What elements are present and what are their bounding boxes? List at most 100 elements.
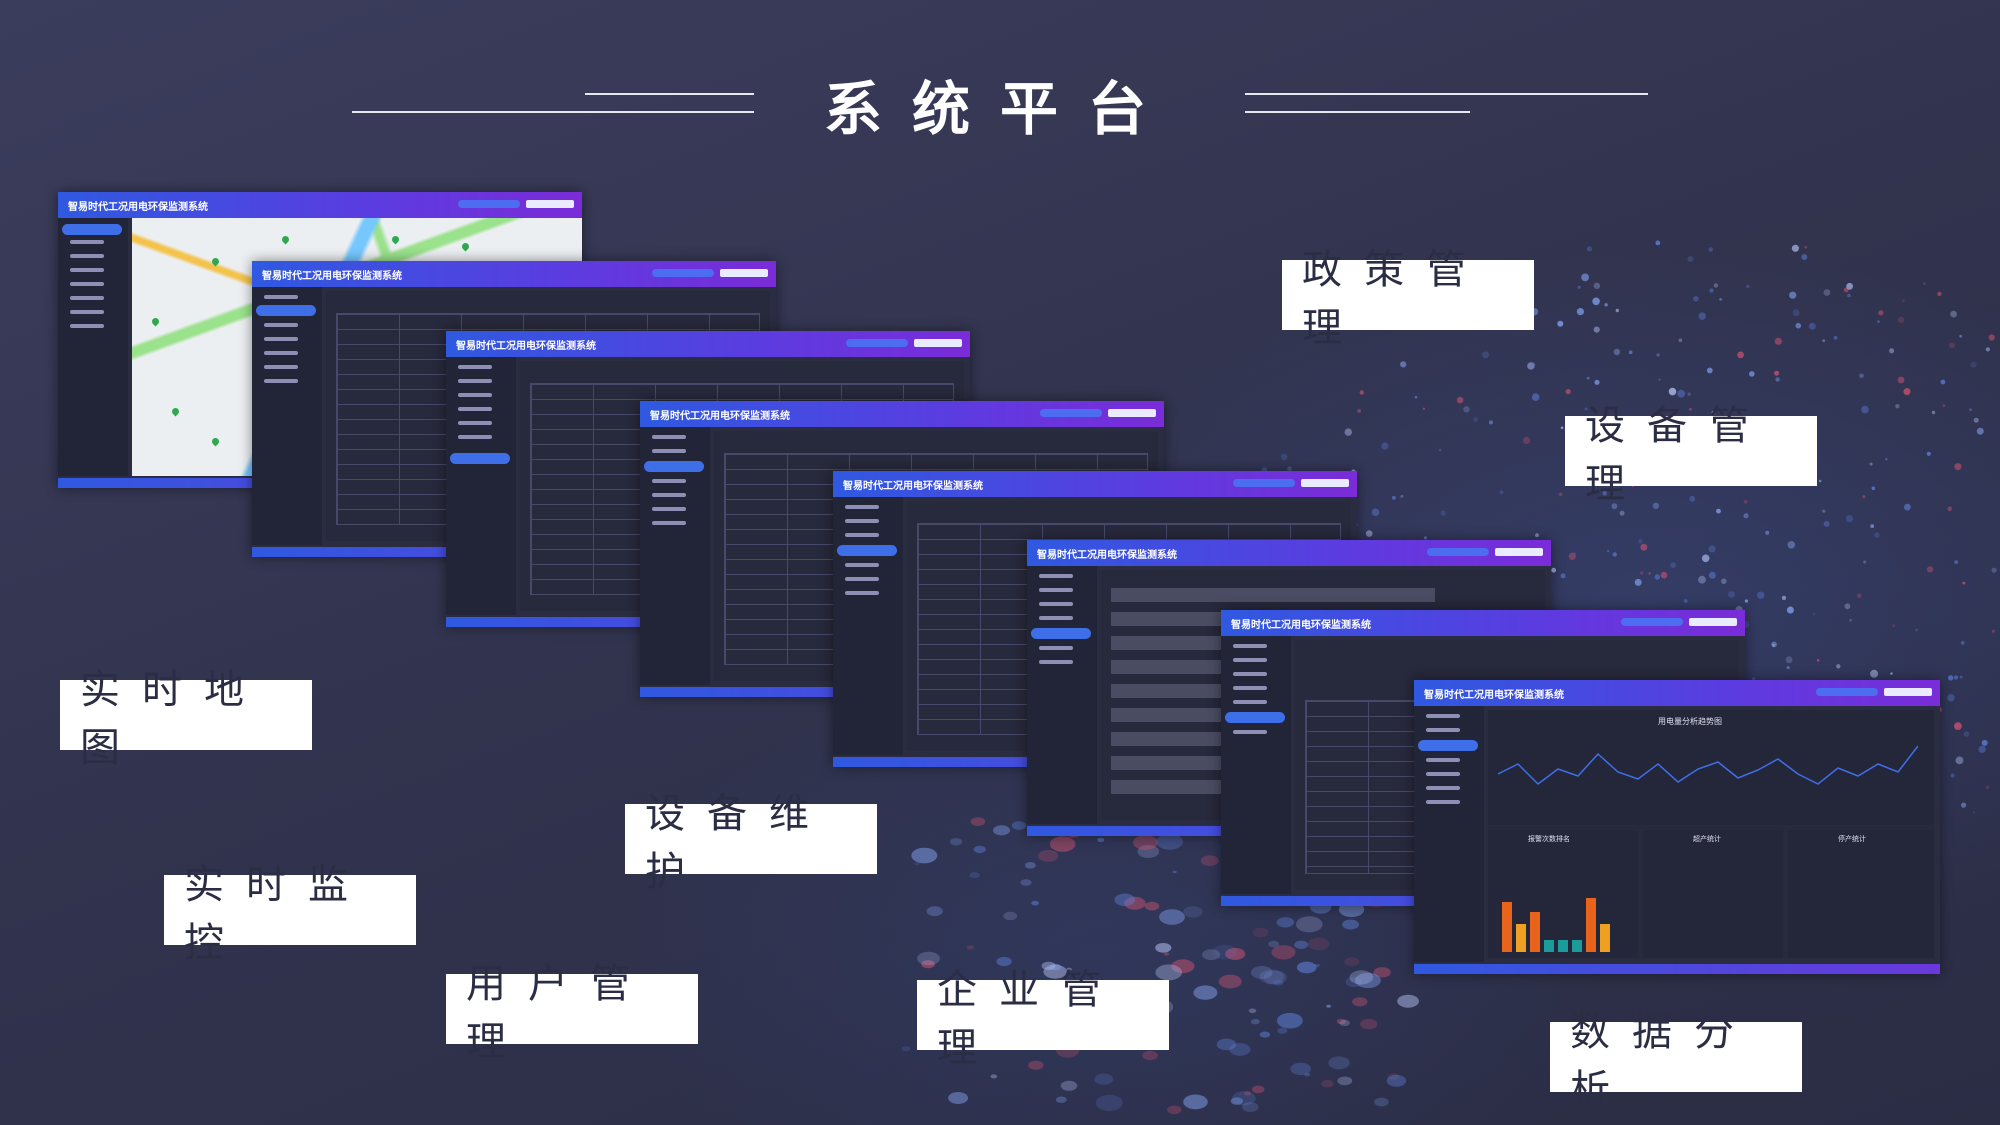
sidebar-item bbox=[652, 507, 686, 511]
sidebar-item bbox=[845, 577, 879, 581]
header-buttons bbox=[1301, 479, 1349, 487]
particle-dot bbox=[1698, 312, 1706, 320]
sidebar bbox=[833, 497, 903, 755]
particle-dot bbox=[1708, 571, 1716, 579]
particle-dot bbox=[1339, 1019, 1351, 1027]
alarm-ranking-title: 报警次数排名 bbox=[1528, 835, 1570, 843]
alarm-bar bbox=[1600, 924, 1610, 952]
sidebar-item bbox=[652, 449, 686, 453]
particle-dot bbox=[1922, 282, 1926, 285]
particle-dot bbox=[1400, 361, 1407, 368]
alarm-bar bbox=[1530, 912, 1540, 952]
sidebar-item bbox=[845, 533, 879, 537]
particle-dot bbox=[1355, 972, 1381, 989]
app-header: 智易时代工况用电环保监测系统 bbox=[833, 471, 1357, 497]
particle-dot bbox=[1259, 1031, 1271, 1038]
particle-dot bbox=[1955, 756, 1964, 765]
particle-dot bbox=[926, 906, 943, 917]
particle-dot bbox=[948, 1092, 969, 1104]
policy-row bbox=[1111, 588, 1435, 602]
particle-dot bbox=[1972, 811, 1976, 814]
particle-dot bbox=[901, 1046, 911, 1052]
map-pin-icon bbox=[150, 316, 161, 327]
particle-dot bbox=[1604, 303, 1608, 307]
particle-dot bbox=[1915, 628, 1919, 632]
particle-dot bbox=[1954, 722, 1962, 730]
particle-dot bbox=[1771, 641, 1777, 648]
search-box bbox=[458, 200, 520, 208]
particle-dot bbox=[1791, 244, 1799, 252]
particle-dot bbox=[1949, 342, 1955, 349]
particle-dot bbox=[1577, 285, 1581, 289]
label-realtime-monitor: 实时监控 bbox=[164, 862, 416, 966]
trend-line bbox=[1498, 745, 1918, 785]
particle-dot bbox=[1440, 510, 1446, 516]
particle-dot bbox=[1243, 1091, 1252, 1096]
label-user-management: 用户管理 bbox=[446, 961, 698, 1065]
particle-dot bbox=[1640, 571, 1644, 575]
particle-dot bbox=[1765, 530, 1770, 535]
particle-dot bbox=[1060, 1080, 1078, 1091]
particle-dot bbox=[1381, 442, 1389, 450]
particle-dot bbox=[1804, 246, 1808, 249]
particle-dot bbox=[1988, 334, 1995, 341]
particle-dot bbox=[1296, 961, 1317, 974]
app-title: 智易时代工况用电环保监测系统 bbox=[843, 481, 983, 492]
particle-dot bbox=[1263, 970, 1287, 985]
particle-dot bbox=[1456, 396, 1464, 404]
particle-dot bbox=[1948, 675, 1954, 681]
particle-dot bbox=[1414, 395, 1418, 399]
sidebar bbox=[1027, 566, 1097, 824]
particle-dot bbox=[1531, 393, 1540, 402]
particle-dot bbox=[1973, 417, 1979, 423]
particle-dot bbox=[1789, 291, 1797, 299]
particle-dot bbox=[1280, 453, 1288, 461]
sidebar-item bbox=[458, 365, 492, 369]
app-title: 智易时代工况用电环保监测系统 bbox=[650, 411, 790, 422]
particle-dot bbox=[1947, 506, 1952, 512]
sidebar-item bbox=[1426, 772, 1460, 776]
sidebar-item bbox=[652, 435, 686, 439]
sidebar-item bbox=[458, 435, 492, 439]
particle-dot bbox=[914, 862, 920, 866]
particle-dot bbox=[1163, 952, 1170, 956]
search-box bbox=[846, 339, 908, 347]
particle-dot bbox=[1648, 572, 1651, 575]
particle-dot bbox=[1959, 334, 1962, 338]
sidebar-item bbox=[1233, 700, 1267, 704]
map-pin-icon bbox=[210, 436, 221, 447]
shutdown-stats-title: 停产统计 bbox=[1838, 835, 1866, 843]
particle-dot bbox=[1861, 405, 1869, 414]
particle-dot bbox=[1386, 1074, 1407, 1087]
sidebar-item bbox=[652, 521, 686, 525]
screenshot-data-analysis: 智易时代工况用电环保监测系统 用电量分析趋势图 报警次数排名 bbox=[1414, 680, 1940, 974]
particle-dot bbox=[1792, 309, 1800, 317]
particle-dot bbox=[1655, 240, 1661, 246]
particle-dot bbox=[1822, 339, 1826, 343]
app-title: 智易时代工况用电环保监测系统 bbox=[1231, 620, 1371, 631]
app-header: 智易时代工况用电环保监测系统 bbox=[640, 401, 1164, 427]
sidebar-item bbox=[845, 505, 879, 509]
sidebar bbox=[58, 218, 128, 476]
particle-dot bbox=[1438, 448, 1442, 452]
app-footer bbox=[1414, 964, 1940, 974]
particle-dot bbox=[1701, 554, 1710, 563]
particle-dot bbox=[1529, 366, 1532, 370]
particle-dot bbox=[966, 945, 975, 950]
particle-dot bbox=[1615, 308, 1620, 313]
particle-dot bbox=[1276, 917, 1295, 928]
app-header: 智易时代工况用电环保监测系统 bbox=[1221, 610, 1745, 636]
particle-dot bbox=[1251, 1085, 1265, 1094]
particle-dot bbox=[1926, 566, 1934, 573]
particle-dot bbox=[1978, 745, 1986, 753]
sidebar-item bbox=[652, 493, 686, 497]
particle-dot bbox=[1787, 541, 1796, 549]
particle-dot bbox=[1345, 976, 1363, 988]
particle-dot bbox=[1114, 893, 1136, 907]
particle-dot bbox=[1869, 462, 1873, 466]
particle-dot bbox=[1870, 524, 1875, 528]
particle-dot bbox=[1961, 802, 1967, 808]
app-header: 智易时代工况用电环保监测系统 bbox=[58, 192, 582, 218]
particle-dot bbox=[1954, 560, 1959, 564]
particle-dot bbox=[921, 960, 935, 969]
